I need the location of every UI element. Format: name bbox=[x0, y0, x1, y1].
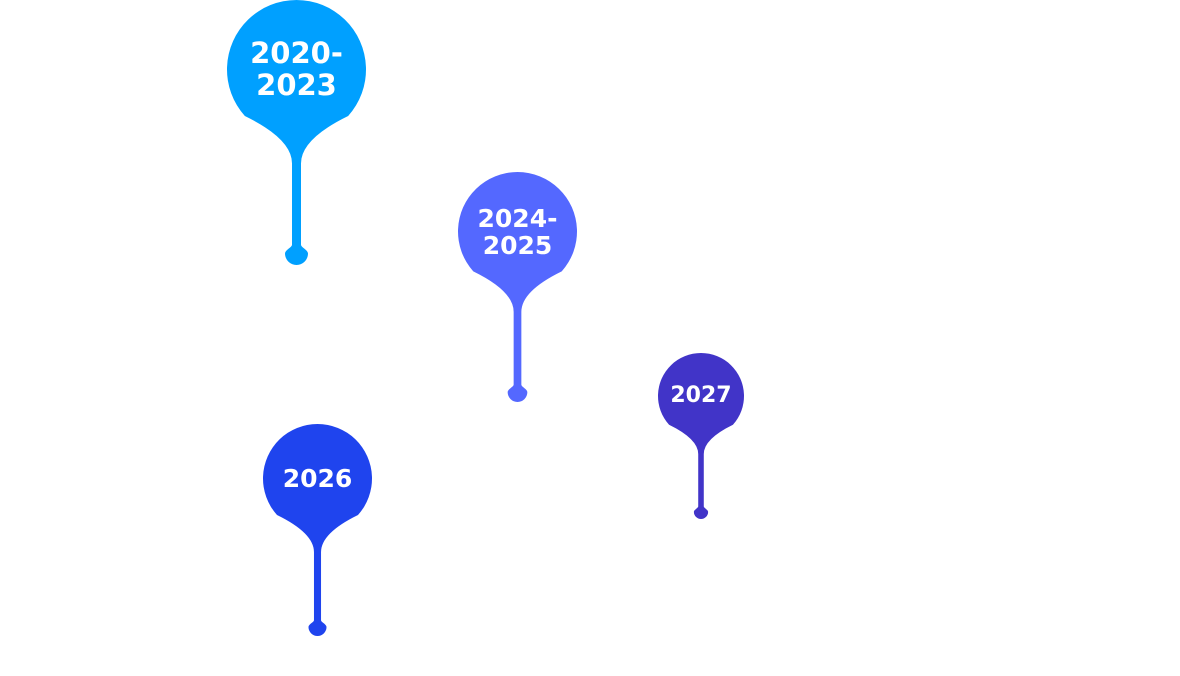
pin-shape bbox=[658, 353, 744, 519]
pin-label-line-1: 2020- bbox=[250, 36, 343, 71]
pin-label: 2026 bbox=[263, 424, 372, 533]
pin-label-line-2: 2023 bbox=[256, 67, 337, 102]
pin-label: 2027 bbox=[658, 353, 744, 439]
pin-label: 2024- 2025 bbox=[458, 172, 577, 291]
pin-drop-path bbox=[458, 172, 577, 402]
pin-drop-path bbox=[658, 353, 744, 519]
pin-label-line-1: 2024- bbox=[477, 203, 558, 233]
pin-shape bbox=[458, 172, 577, 402]
pin-shape bbox=[227, 0, 366, 265]
pin-label-line-2: 2025 bbox=[482, 230, 553, 260]
pin-label-line-1: 2026 bbox=[282, 464, 353, 493]
pin-drop-path bbox=[227, 0, 366, 265]
pin-drop-path bbox=[263, 424, 372, 636]
pin-label-line-1: 2027 bbox=[670, 383, 732, 409]
pin-shape bbox=[263, 424, 372, 636]
pin-label: 2020- 2023 bbox=[227, 0, 366, 139]
